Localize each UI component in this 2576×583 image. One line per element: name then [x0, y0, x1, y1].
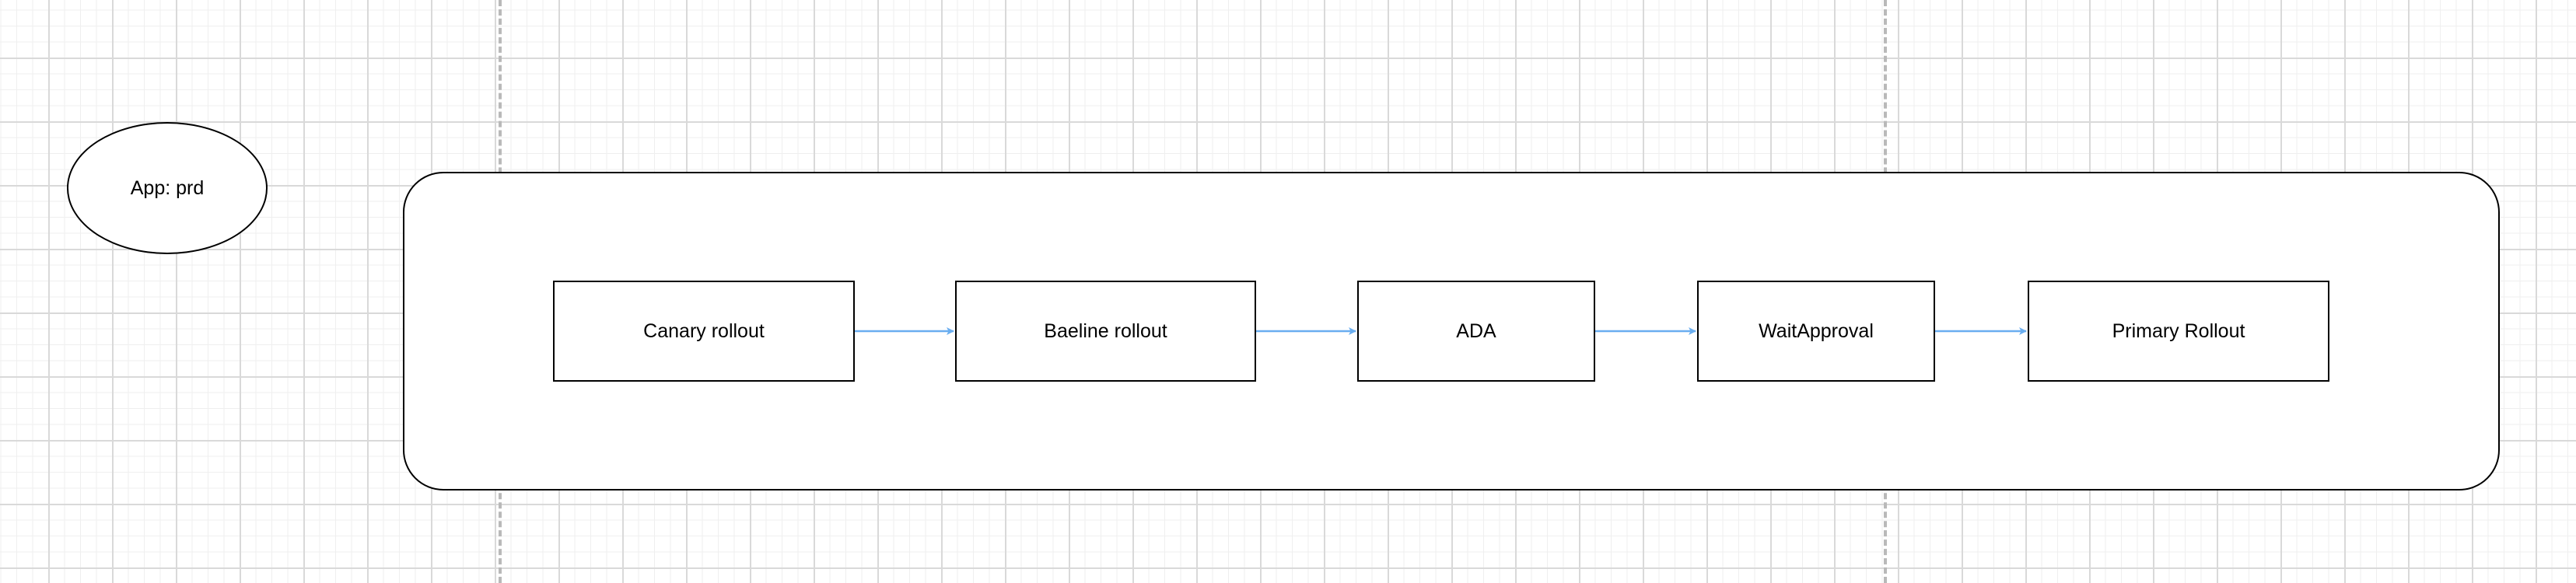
stage-ada[interactable]: ADA — [1357, 281, 1595, 382]
stage-baseline-rollout[interactable]: Baeline rollout — [955, 281, 1256, 382]
stage-label: WaitApproval — [1759, 319, 1874, 342]
stage-primary-rollout[interactable]: Primary Rollout — [2028, 281, 2329, 382]
stage-label: Baeline rollout — [1044, 319, 1167, 342]
stage-label: Canary rollout — [643, 319, 765, 342]
stage-label: ADA — [1456, 319, 1496, 342]
app-node-label: App: prd — [130, 176, 205, 199]
stage-canary-rollout[interactable]: Canary rollout — [553, 281, 855, 382]
stage-wait-approval[interactable]: WaitApproval — [1697, 281, 1935, 382]
stage-label: Primary Rollout — [2112, 319, 2245, 342]
app-ellipse-node[interactable]: App: prd — [67, 122, 268, 254]
